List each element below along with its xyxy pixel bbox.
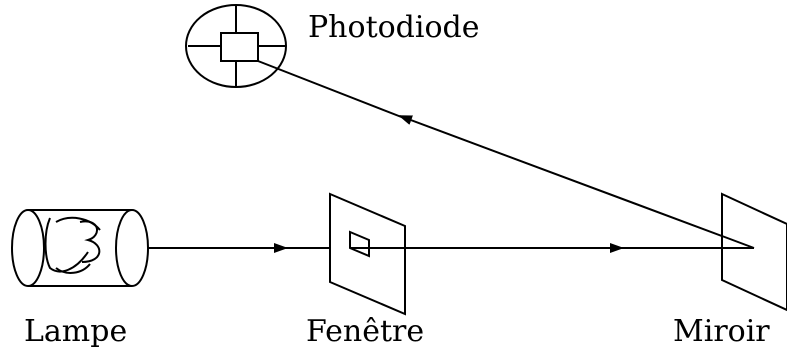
photodiode-label: Photodiode xyxy=(308,10,480,45)
lamp-front-lens xyxy=(115,209,149,287)
lamp-filament-coil xyxy=(79,220,101,263)
photodiode-sensor xyxy=(220,32,259,62)
lamp xyxy=(11,209,149,287)
window-plate xyxy=(329,192,406,316)
mirror-plate xyxy=(721,192,787,312)
photodiode xyxy=(185,4,287,88)
reflected-beam-arrow-segment xyxy=(398,115,755,249)
window-label: Fenêtre xyxy=(306,314,424,349)
lamp-filament-left xyxy=(44,217,89,273)
mirror-beam-reflection-start xyxy=(721,235,755,249)
mirror-beam-contact xyxy=(721,235,755,249)
lamp-back-end xyxy=(11,209,45,287)
lamp-filament-bottom xyxy=(55,263,91,274)
mirror xyxy=(721,192,787,312)
mirror-label: Miroir xyxy=(673,314,770,349)
reflected-beam xyxy=(257,60,755,249)
lamp-label: Lampe xyxy=(24,314,127,349)
window-aperture xyxy=(349,230,370,258)
reflected-beam-end-segment xyxy=(257,60,405,119)
